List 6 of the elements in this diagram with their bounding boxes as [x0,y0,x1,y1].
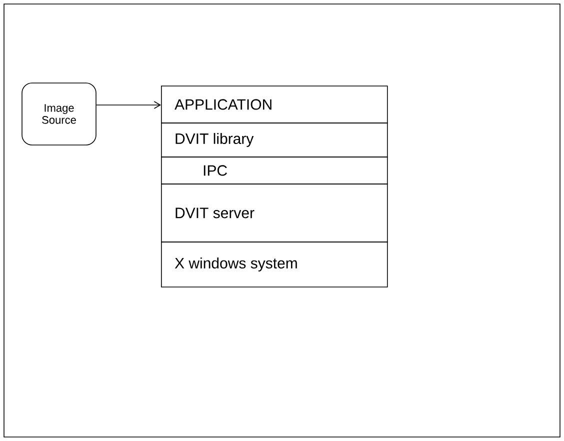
layer-box: DVIT server [161,184,388,242]
arrow [96,101,161,109]
layer-box: X windows system [161,242,388,288]
layer-box: DVIT library [161,122,388,158]
layer-box: IPC [161,156,388,184]
layer-box: APPLICATION [161,86,388,124]
